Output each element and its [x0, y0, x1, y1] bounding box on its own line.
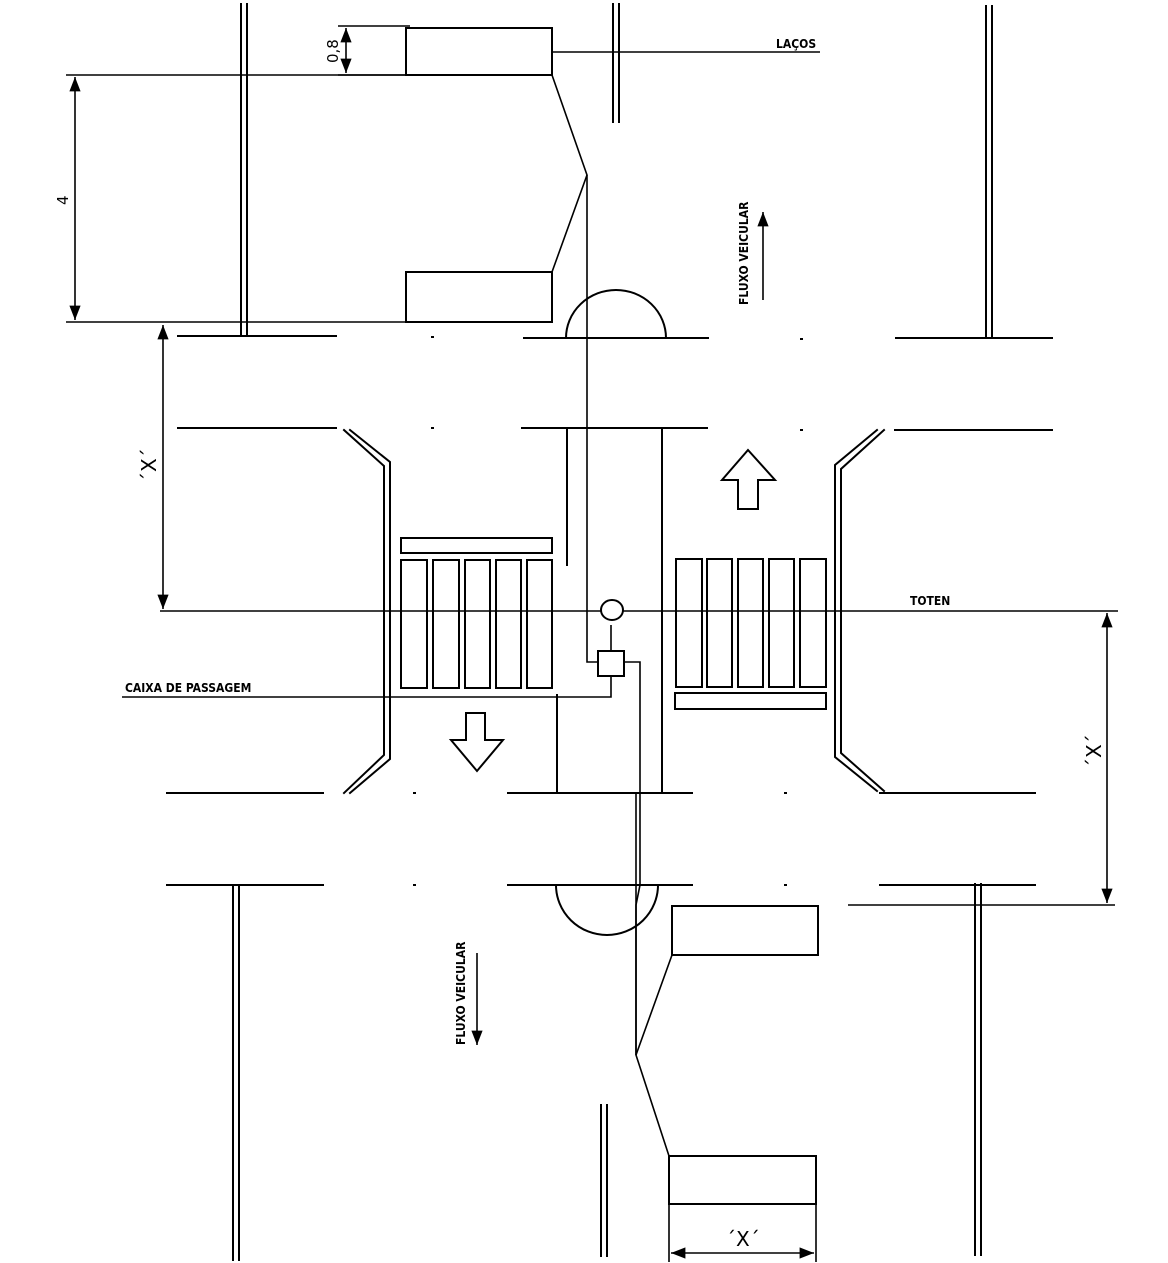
label-fluxo-veicular-bottom: FLUXO VEICULAR [454, 941, 468, 1045]
crosswalk-right [674, 558, 827, 710]
crosswalk-left [400, 537, 553, 689]
loop-top-2 [405, 271, 553, 323]
cable-runs [551, 74, 673, 1157]
direction-arrow-down-icon [448, 712, 506, 773]
stop-bar-right [674, 692, 827, 710]
loop-bottom-1 [671, 905, 819, 956]
toten-symbol [600, 599, 624, 621]
label-caixa-de-passagem: CAIXA DE PASSAGEM [125, 681, 251, 695]
leader-lines [122, 51, 1118, 698]
stop-bar-left [400, 537, 553, 554]
loop-top-1 [405, 27, 553, 76]
detection-loops [405, 27, 819, 1205]
label-lacos: LAÇOS [776, 37, 816, 51]
dimension-4: 4 [54, 195, 72, 205]
junction-box [597, 650, 625, 677]
direction-arrow-up-icon [719, 448, 778, 510]
dimension-x-bottom: ´X´ [726, 1227, 760, 1251]
road-edges [232, 3, 993, 1261]
dimension-x-right: ´X´ [1082, 734, 1106, 768]
dimension-0-8: 0,8 [324, 39, 342, 63]
label-toten: TOTEN [910, 594, 950, 608]
label-fluxo-veicular-top: FLUXO VEICULAR [737, 201, 751, 305]
horizontal-road-lines [166, 335, 1053, 886]
dimension-x-left: ´X´ [137, 448, 161, 482]
loop-bottom-2 [668, 1155, 817, 1205]
dimension-lines [66, 25, 1115, 1262]
central-median [554, 289, 668, 936]
